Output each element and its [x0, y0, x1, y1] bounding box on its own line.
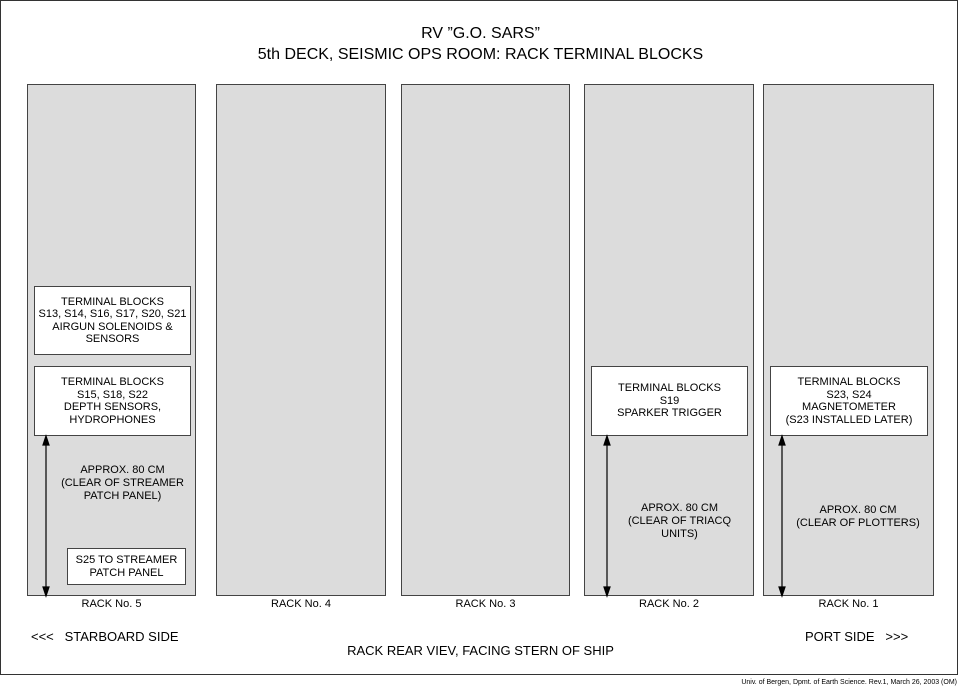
box-text: S25 TO STREAMER	[75, 554, 178, 566]
rack-label: RACK No. 3	[455, 598, 516, 610]
rack-2	[584, 84, 754, 596]
terminal-block-magnetometer: TERMINAL BLOCKS S23, S24 MAGNETOMETER (S…	[770, 366, 928, 436]
box-text: S19	[659, 394, 680, 407]
note-text: (CLEAR OF PLOTTERS)	[796, 517, 920, 529]
title-line1: RV ”G.O. SARS”	[421, 25, 540, 42]
rack5-clearance-note: APPROX. 80 CM (CLEAR OF STREAMER PATCH P…	[55, 464, 190, 503]
note-text: APPROX. 80 CM	[80, 464, 165, 476]
rack-3	[401, 84, 570, 596]
note-text: (CLEAR OF TRIACQ	[627, 515, 732, 527]
rack-1	[763, 84, 934, 596]
footer-credit: Univ. of Bergen, Dpmt. of Earth Science.…	[741, 679, 957, 686]
rack5-dimension-arrow	[42, 434, 50, 598]
box-text: TERMINAL BLOCKS	[797, 376, 901, 388]
port-side-label: PORT SIDE >>>	[805, 629, 909, 644]
box-text: (S23 INSTALLED LATER)	[785, 413, 913, 426]
box-text: SPARKER TRIGGER	[617, 407, 722, 420]
rack-label: RACK No. 5	[81, 598, 142, 610]
box-text: AIRGUN SOLENOIDS &	[52, 320, 173, 333]
rack1-clearance-note: APROX. 80 CM (CLEAR OF PLOTTERS)	[788, 504, 928, 530]
rack-label: RACK No. 2	[639, 598, 699, 610]
title-line2: 5th DECK, SEISMIC OPS ROOM: RACK TERMINA…	[257, 46, 704, 63]
terminal-block-depth: TERMINAL BLOCKS S15, S18, S22 DEPTH SENS…	[34, 366, 191, 436]
rack1-dimension-arrow	[778, 434, 786, 598]
terminal-block-sparker: TERMINAL BLOCKS S19 SPARKER TRIGGER	[591, 366, 748, 436]
terminal-block-airgun: TERMINAL BLOCKS S13, S14, S16, S17, S20,…	[34, 286, 191, 355]
starboard-side-label: <<< STARBOARD SIDE	[31, 629, 179, 644]
box-text: S13, S14, S16, S17, S20, S21	[38, 308, 187, 320]
rack2-clearance-note: APROX. 80 CM (CLEAR OF TRIACQ UNITS)	[612, 502, 747, 541]
streamer-patch-box: S25 TO STREAMER PATCH PANEL	[67, 548, 186, 585]
box-text: MAGNETOMETER	[802, 401, 896, 413]
box-text: SENSORS	[85, 333, 140, 345]
box-text: TERMINAL BLOCKS	[618, 382, 721, 395]
view-caption: RACK REAR VIEV, FACING STERN OF SHIP	[347, 643, 614, 658]
note-text: UNITS)	[661, 528, 698, 540]
rack-label: RACK No. 1	[818, 598, 879, 610]
box-text: HYDROPHONES	[69, 413, 156, 426]
note-text: APROX. 80 CM	[819, 504, 897, 516]
box-text: S15, S18, S22	[77, 388, 148, 401]
rack-label: RACK No. 4	[271, 598, 331, 610]
note-text: APROX. 80 CM	[640, 502, 719, 514]
box-text: TERMINAL BLOCKS	[61, 376, 164, 388]
rack-4	[216, 84, 386, 596]
note-text: PATCH PANEL)	[83, 490, 162, 502]
box-text: TERMINAL BLOCKS	[61, 295, 164, 308]
box-text: PATCH PANEL	[89, 566, 164, 579]
note-text: (CLEAR OF STREAMER	[61, 477, 184, 489]
box-text: S23, S24	[826, 388, 872, 401]
rack2-dimension-arrow	[603, 434, 611, 598]
box-text: DEPTH SENSORS,	[63, 401, 162, 413]
drawing-frame	[0, 0, 958, 675]
